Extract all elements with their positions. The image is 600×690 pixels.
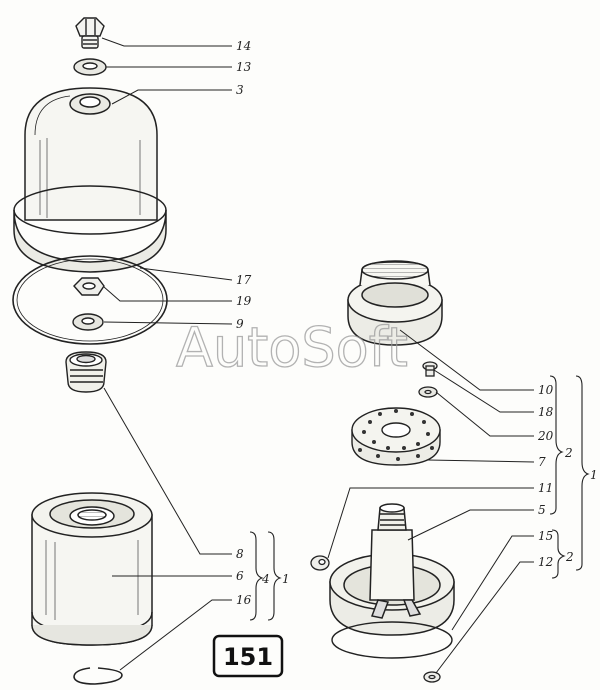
callout-3: 3 (236, 83, 244, 97)
callout-labels: 14 13 3 17 19 9 10 18 20 7 11 5 15 12 8 … (236, 39, 598, 607)
callout-14: 14 (236, 39, 251, 53)
group-label-1-left: 1 (282, 572, 290, 586)
callout-6: 6 (236, 569, 244, 583)
callout-20: 20 (537, 429, 554, 443)
bushing-cup (347, 260, 443, 346)
callout-9: 9 (236, 317, 244, 331)
callout-8: 8 (236, 547, 244, 561)
callout-16: 16 (236, 593, 252, 607)
watermark: AutoSoft (176, 316, 408, 379)
cap-housing (13, 87, 167, 273)
screw-18 (422, 361, 438, 377)
leader-lines (101, 37, 535, 674)
figure-number-badge: 151 (212, 634, 284, 678)
threaded-nipple (65, 351, 107, 393)
washer-13 (73, 58, 107, 76)
figure-number: 151 (223, 643, 273, 671)
callout-5: 5 (538, 503, 546, 517)
callout-18: 18 (538, 405, 554, 419)
group-braces (249, 375, 590, 621)
lock-washer-20 (418, 386, 438, 398)
rotor-assembly (31, 492, 153, 646)
plug-bolt (75, 17, 105, 49)
perforated-plate (351, 407, 441, 466)
drain-screw-12 (423, 671, 441, 683)
group-label-4: 4 (261, 572, 270, 586)
ring-gasket-15 (331, 621, 453, 659)
group-label-2-lower: 2 (565, 550, 574, 564)
callout-13: 13 (236, 60, 252, 74)
callout-10: 10 (538, 383, 554, 397)
callout-7: 7 (538, 455, 546, 469)
callout-17: 17 (236, 273, 252, 287)
nozzle-11 (310, 555, 330, 571)
callout-15: 15 (538, 529, 553, 543)
group-label-1-right: 1 (590, 468, 598, 482)
nut-19 (73, 277, 105, 296)
snap-ring-16 (73, 667, 123, 685)
callout-12: 12 (538, 555, 553, 569)
washer-9 (72, 313, 104, 331)
group-label-2-upper: 2 (564, 446, 573, 460)
axle-base (329, 503, 455, 636)
callout-11: 11 (538, 481, 553, 495)
gasket-ring-17 (12, 255, 168, 345)
callout-19: 19 (236, 294, 252, 308)
